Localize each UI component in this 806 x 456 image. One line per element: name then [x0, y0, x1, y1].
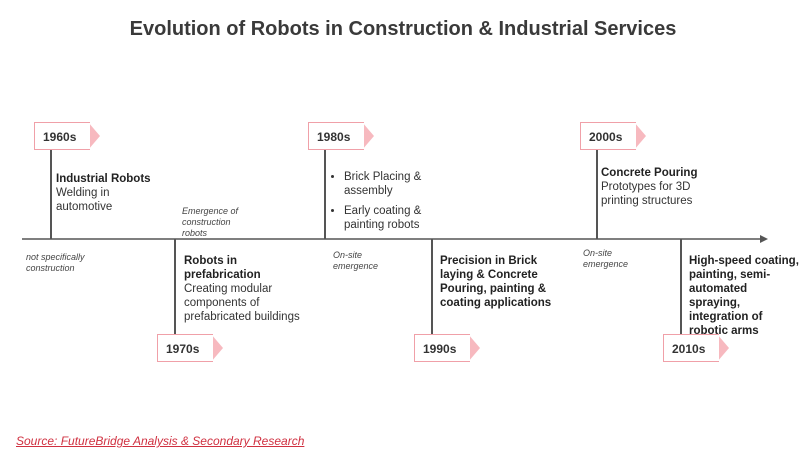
connector-2010s	[680, 239, 682, 334]
decade-label: 2000s	[580, 122, 636, 150]
timeline-axis	[22, 235, 768, 243]
decade-label: 2010s	[663, 334, 719, 362]
decade-label: 1960s	[34, 122, 90, 150]
note-2000s: On-site emergence	[583, 248, 629, 269]
milestone-bullets: Brick Placing & assembly Early coating &…	[330, 170, 440, 232]
connector-1990s	[431, 239, 433, 334]
milestone-1960s-text: Industrial Robots Welding in automotive	[56, 172, 166, 214]
note-1980s: On-site emergence	[333, 250, 379, 271]
note-1970s: Emergence of construction robots	[182, 206, 239, 238]
milestone-heading: Industrial Robots	[56, 173, 151, 185]
source-link[interactable]: Source: FutureBridge Analysis & Secondar…	[16, 434, 305, 448]
milestone-1980s-text: Brick Placing & assembly Early coating &…	[330, 170, 440, 238]
bullet-item: Brick Placing & assembly	[344, 170, 440, 198]
note-1960s: not specifically construction	[26, 252, 85, 273]
connector-2000s	[596, 146, 598, 239]
milestone-2000s-text: Concrete Pouring Prototypes for 3D print…	[601, 166, 701, 208]
milestone-body: Welding in automotive	[56, 187, 113, 213]
milestone-heading: Concrete Pouring	[601, 167, 698, 179]
connector-1980s	[324, 146, 326, 239]
decade-label: 1980s	[308, 122, 364, 150]
milestone-heading: Precision in Brick laying & Concrete Pou…	[440, 255, 552, 309]
page-title: Evolution of Robots in Construction & In…	[129, 18, 677, 40]
milestone-body: Prototypes for 3D printing structures	[601, 181, 693, 207]
milestone-heading: Robots in prefabrication	[184, 255, 261, 281]
bullet-item: Early coating & painting robots	[344, 204, 440, 232]
connector-1960s	[50, 146, 52, 239]
milestone-heading: High-speed coating, painting, semi-autom…	[689, 255, 799, 337]
connector-1970s	[174, 239, 176, 334]
milestone-body: Creating modular components of prefabric…	[184, 283, 300, 323]
milestone-2010s-text: High-speed coating, painting, semi-autom…	[689, 254, 801, 338]
milestone-1990s-text: Precision in Brick laying & Concrete Pou…	[440, 254, 552, 310]
decade-label: 1990s	[414, 334, 470, 362]
milestone-1970s-text: Robots in prefabrication Creating modula…	[184, 254, 309, 324]
decade-label: 1970s	[157, 334, 213, 362]
